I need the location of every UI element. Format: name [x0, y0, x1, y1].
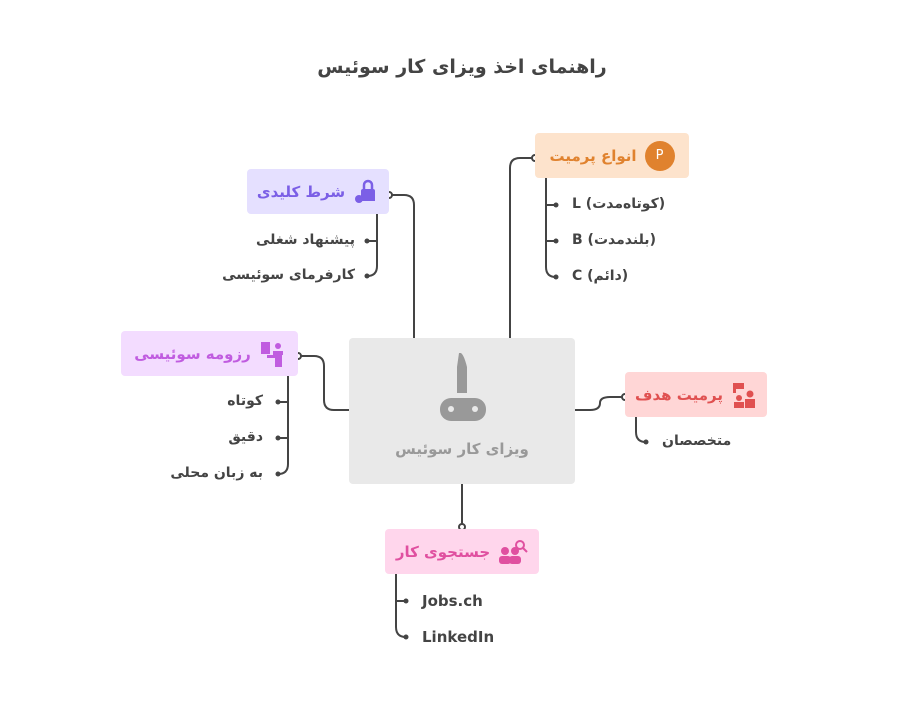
list-item: پیشنهاد شغلی	[255, 232, 355, 248]
resume-label: رزومه سوئیسی	[134, 344, 251, 363]
list-item: C (دائم)	[572, 268, 629, 284]
list-item: L (کوتاه‌مدت)	[572, 196, 666, 212]
target-permit-label: پرمیت هدف	[635, 385, 723, 404]
job-search-node[interactable]: جستجوی کار	[385, 529, 539, 574]
list-item: دقیق	[228, 429, 263, 445]
presenter-icon	[259, 340, 285, 368]
swiss-knife-icon	[440, 353, 486, 421]
central-node[interactable]: ویزای کار سوئیس	[349, 338, 575, 484]
list-item: کوتاه	[227, 393, 263, 409]
p-badge-icon: P	[644, 140, 675, 171]
professionals-icon	[731, 381, 757, 409]
key-condition-node[interactable]: شرط کلیدی	[247, 169, 389, 214]
permit-types-label: انواع پرمیت	[549, 146, 637, 165]
people-search-icon	[498, 539, 528, 565]
list-item: B (بلندمدت)	[572, 232, 656, 248]
list-item: Jobs.ch	[422, 592, 483, 610]
target-permit-node[interactable]: پرمیت هدف	[625, 372, 767, 417]
list-item: کارفرمای سوئیسی	[222, 267, 355, 283]
page-title: راهنمای اخذ ویزای کار سوئیس	[317, 56, 607, 78]
list-item: LinkedIn	[422, 628, 495, 646]
lock-key-icon	[353, 179, 379, 205]
job-search-label: جستجوی کار	[395, 542, 491, 561]
resume-node[interactable]: رزومه سوئیسی	[121, 331, 298, 376]
permit-types-node[interactable]: P انواع پرمیت	[535, 133, 689, 178]
key-condition-label: شرط کلیدی	[256, 182, 346, 201]
list-item: به زبان محلی	[170, 465, 263, 481]
central-label: ویزای کار سوئیس	[395, 440, 529, 458]
list-item: متخصصان	[662, 433, 732, 449]
